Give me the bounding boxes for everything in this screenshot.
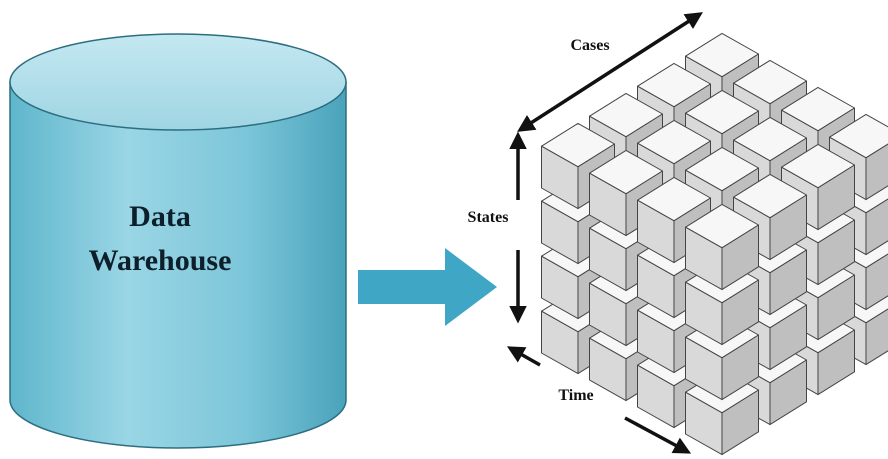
cylinder-body — [9, 81, 347, 449]
cube-cell-left — [637, 254, 675, 319]
cube-cell-left — [637, 309, 675, 374]
cube-cell-left — [541, 255, 579, 320]
cases-label: Cases — [570, 37, 609, 54]
cube-cell-left — [589, 227, 627, 292]
cube-cell-left — [685, 281, 723, 346]
cases-axis-arrow — [517, 12, 703, 132]
time-axis-arrow-right — [624, 416, 692, 454]
states-label: States — [468, 209, 509, 226]
time-label: Time — [558, 387, 593, 404]
cube-cell-left — [589, 172, 627, 237]
cube-cell-left — [685, 336, 723, 401]
data-warehouse-cylinder: Data Warehouse — [9, 33, 347, 449]
cube-cell-left — [637, 199, 675, 264]
cylinder-top — [9, 33, 347, 131]
cube-cell-left — [541, 310, 579, 375]
cube-cell-left — [541, 145, 579, 210]
warehouse-label-line1: Data — [129, 200, 191, 233]
transform-arrow — [358, 248, 497, 326]
cube-cell-left — [685, 226, 723, 291]
cube-cell-left — [589, 282, 627, 347]
cases-label-bg — [552, 30, 630, 56]
cube-cell-left — [637, 364, 675, 429]
time-axis-arrow-left — [506, 346, 541, 367]
cube-cell-left — [541, 200, 579, 265]
cube-cell-left — [685, 391, 723, 456]
cube-cell-left — [589, 337, 627, 402]
warehouse-label-line2: Warehouse — [89, 244, 232, 277]
